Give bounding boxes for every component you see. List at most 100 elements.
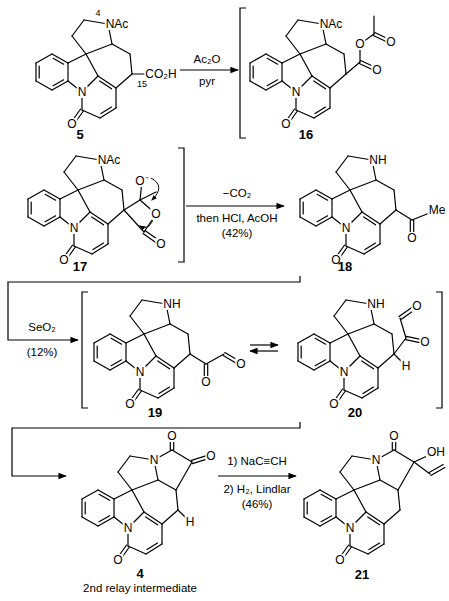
bond-line: [146, 544, 162, 554]
bond-line: [170, 324, 188, 334]
bond-line: [340, 472, 354, 490]
bond-line: [332, 190, 350, 199]
reagent-text: −CO₂: [223, 188, 251, 200]
compound-number: 4: [83, 566, 197, 581]
bond-line: [118, 472, 132, 490]
bond-line: [176, 490, 178, 510]
bond-line: [340, 456, 352, 472]
reagent-text: then HCl, AcOH: [196, 213, 277, 225]
atom-label: NAc: [319, 18, 344, 30]
reaction-arrow-line: [12, 422, 300, 476]
bond-line: [130, 300, 142, 316]
bond-line: [118, 456, 130, 472]
bond-line: [249, 63, 250, 81]
bond-line: [173, 368, 174, 388]
atom-label: O: [155, 238, 166, 250]
atom-label: CO₂H: [144, 68, 177, 80]
bond-line: [114, 490, 132, 499]
bond-line: [314, 81, 326, 89]
bracket: [82, 292, 88, 408]
bond-line: [82, 110, 100, 118]
bond-line: [111, 360, 122, 366]
atom-label: O: [371, 64, 382, 76]
reagent-text: 1) NaC≡CH: [227, 456, 287, 468]
bond-line: [281, 63, 282, 81]
atom-label: N: [291, 86, 302, 98]
reaction-arrow: [12, 422, 300, 476]
bond-line: [125, 343, 126, 361]
bond-line: [67, 63, 68, 81]
bond-line: [350, 190, 362, 212]
compound-number: 18: [338, 259, 352, 274]
bond-line: [299, 199, 300, 217]
bond-line: [298, 334, 314, 343]
bond-line: [431, 467, 445, 475]
bond-line: [140, 192, 156, 200]
atom-label: N: [149, 454, 160, 466]
bond-line: [100, 108, 116, 118]
bond-line: [92, 244, 108, 254]
bond-line: [188, 334, 190, 354]
bracket: [436, 292, 442, 408]
bond-line: [82, 490, 98, 499]
bond-line: [113, 499, 114, 517]
bond-line: [344, 390, 362, 398]
bond-line: [297, 343, 298, 361]
reagent-text: (42%): [222, 228, 253, 240]
bond-line: [116, 74, 132, 88]
bond-line: [321, 516, 332, 522]
bond-line: [140, 390, 158, 398]
locant-number: 15: [137, 80, 147, 89]
bond-line: [161, 524, 162, 544]
compound-label-group: 19: [148, 405, 162, 420]
bond-line: [144, 512, 162, 524]
bond-line: [174, 354, 190, 368]
bond-line: [122, 190, 124, 210]
atom-label: N: [371, 454, 382, 466]
bond-line: [99, 516, 110, 522]
bond-line: [380, 480, 398, 490]
bond-line: [317, 194, 328, 200]
bond-line: [27, 199, 28, 217]
bond-line: [312, 76, 330, 88]
compound-number: 19: [148, 405, 162, 420]
bond-line: [85, 502, 86, 514]
reaction-arrow: [180, 70, 238, 71]
bond-line: [378, 354, 394, 368]
compound-number: 21: [355, 567, 369, 582]
bond-line: [376, 180, 394, 190]
bond-line: [303, 499, 304, 517]
bond-line: [45, 216, 56, 222]
bond-line: [314, 108, 330, 118]
bond-line: [100, 81, 112, 89]
bond-line: [360, 356, 378, 368]
bond-line: [31, 202, 32, 214]
bond-line: [172, 450, 192, 462]
compound-region: 17: [8, 146, 186, 276]
bond-line: [307, 502, 308, 514]
atom-label: O: [112, 554, 123, 566]
reaction-arrow: [186, 206, 284, 207]
bond-line: [346, 246, 364, 254]
bond-line: [158, 388, 174, 398]
bond-line: [363, 387, 374, 394]
bond-line: [329, 88, 330, 108]
compound-number: 16: [299, 127, 313, 142]
bond-line: [250, 81, 266, 90]
bond-line: [206, 354, 224, 364]
atom-label: O: [166, 430, 177, 442]
bond-line: [286, 20, 298, 36]
atom-label: NH: [366, 298, 385, 310]
bond-line: [86, 54, 98, 76]
bond-line: [354, 480, 380, 490]
compound-region: 16: [238, 2, 446, 144]
bond-line: [377, 368, 378, 388]
bond-line: [28, 217, 44, 226]
atom-label: N: [123, 522, 134, 534]
bond-line: [190, 354, 206, 364]
atom-label: NH: [368, 154, 387, 166]
bond-line: [97, 346, 98, 358]
bond-line: [354, 490, 366, 512]
compound-number: 5: [76, 127, 83, 142]
atom-label: Me: [428, 204, 447, 216]
